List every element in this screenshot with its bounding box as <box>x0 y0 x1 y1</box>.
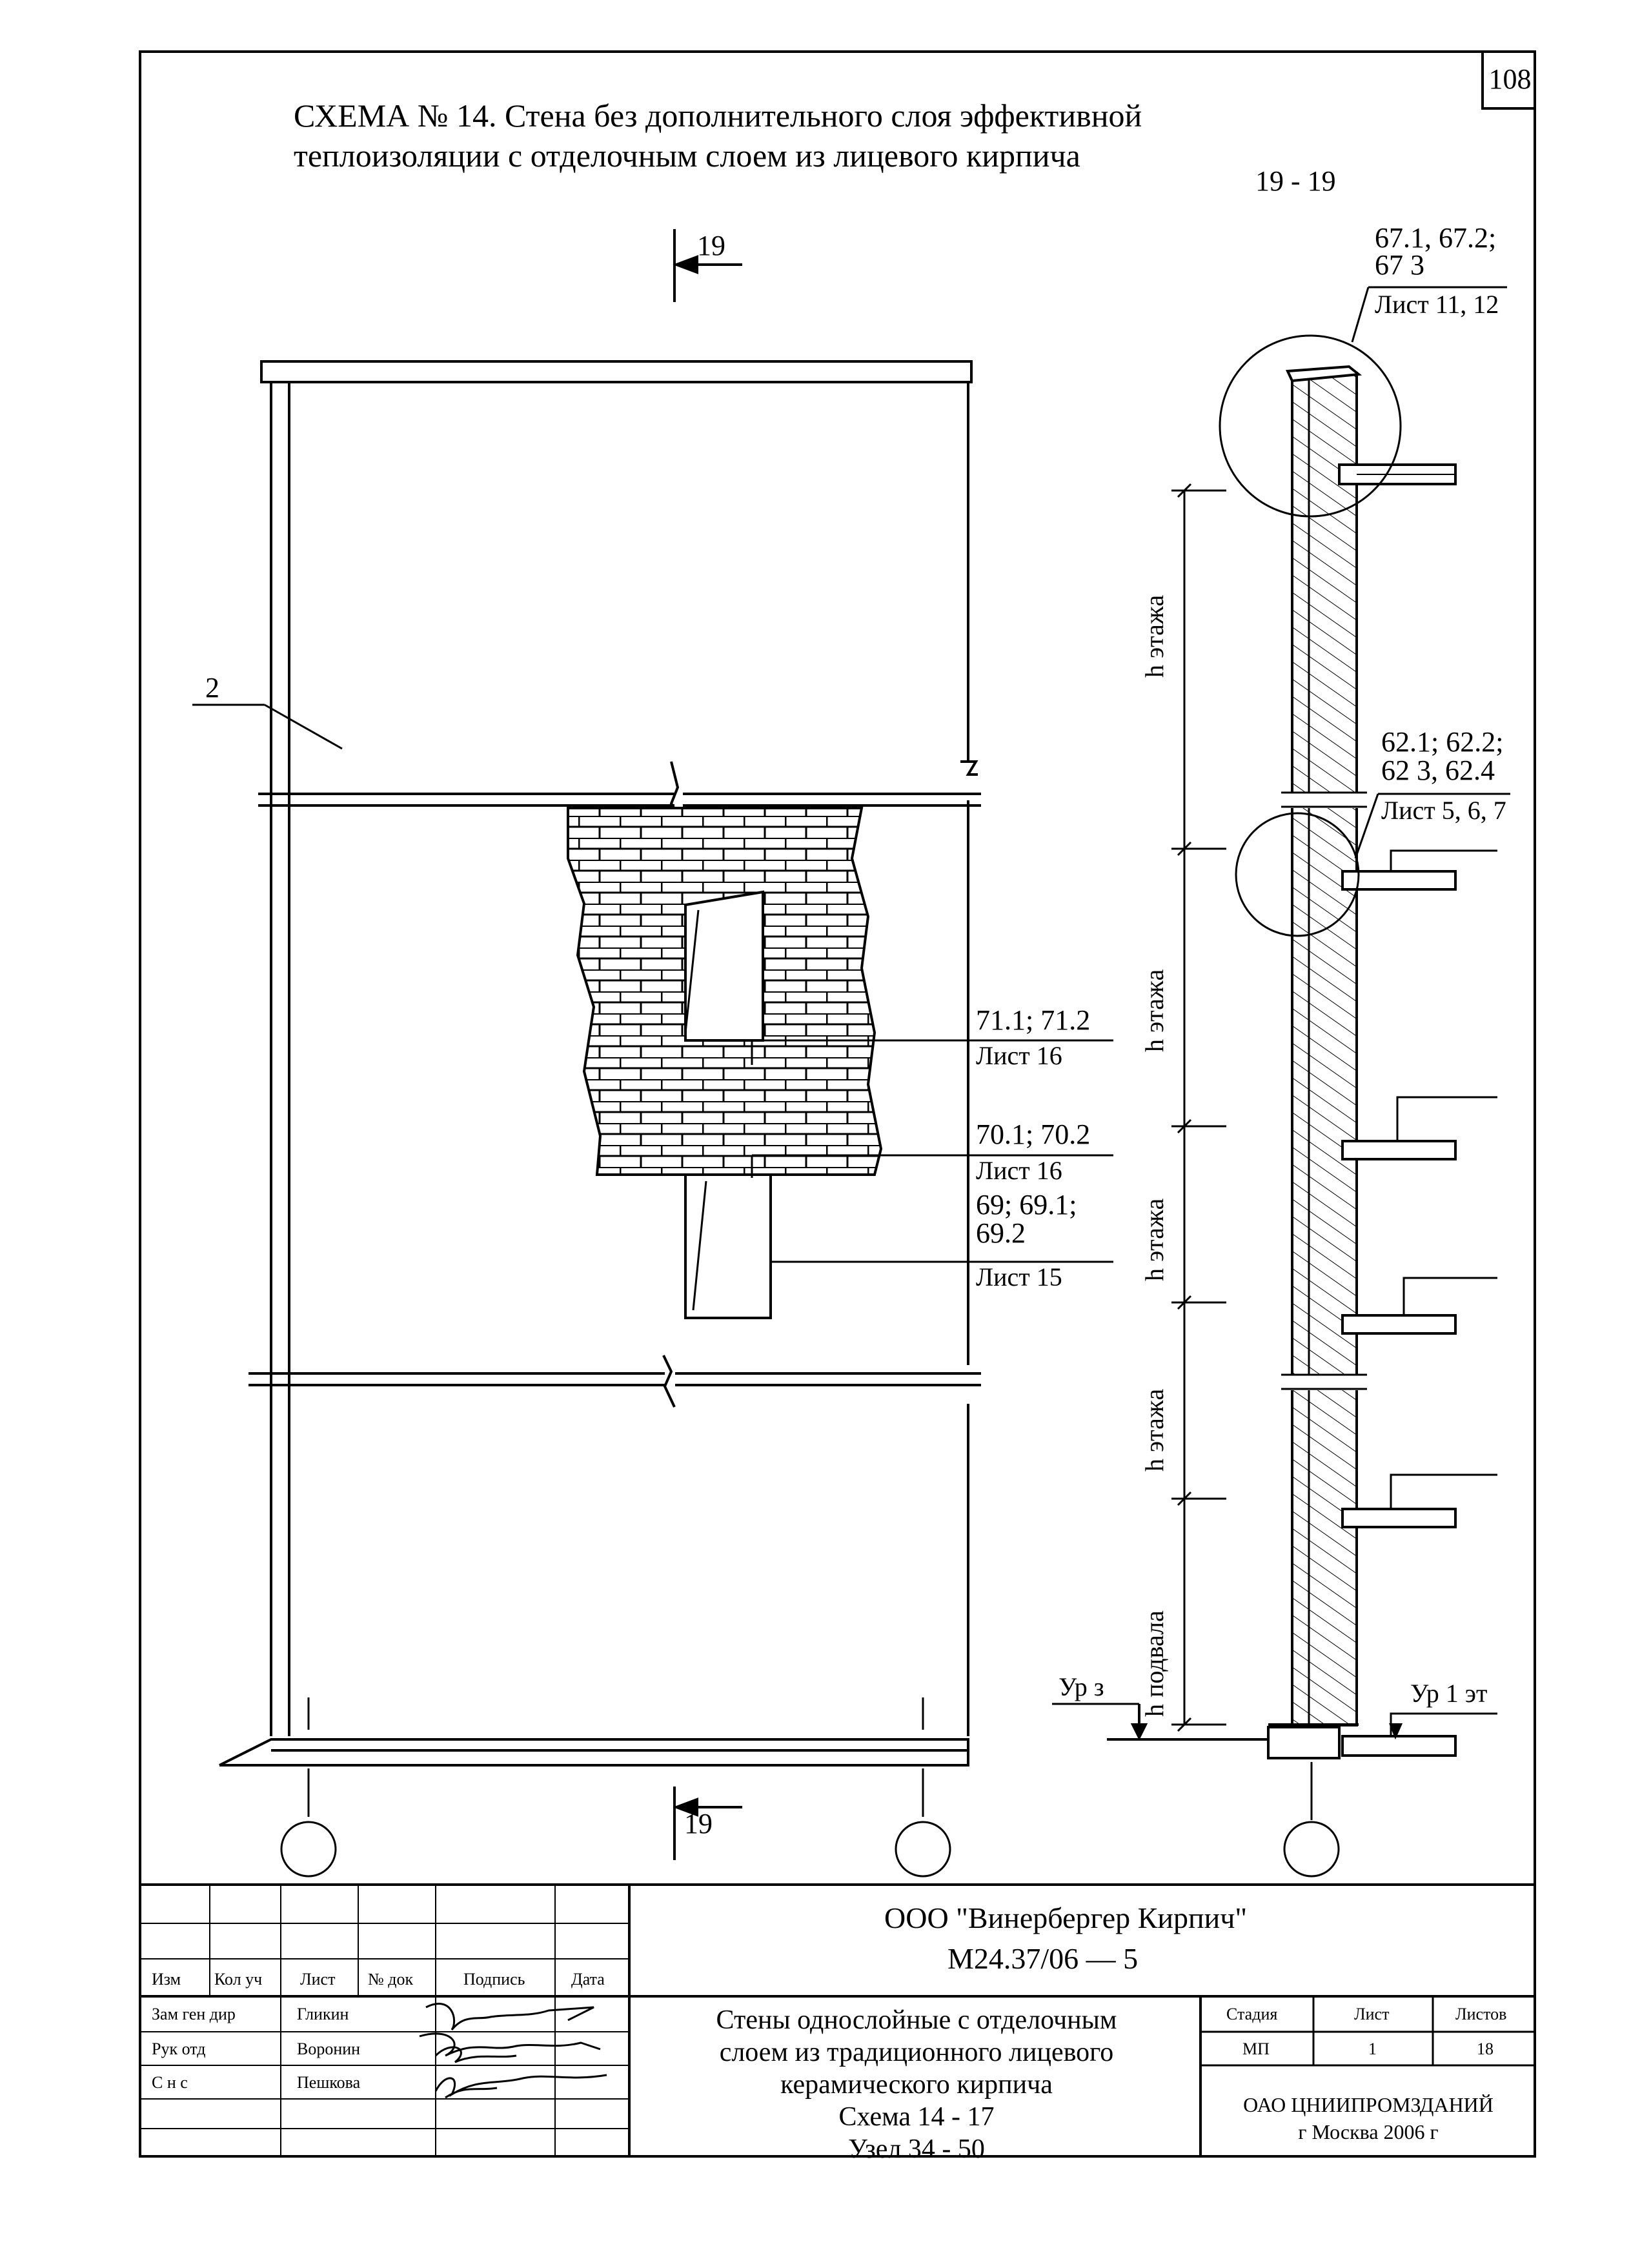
callout-2: 2 <box>205 672 219 704</box>
stamp-stage-value: МП <box>1242 2040 1270 2058</box>
stamp-role-2: Рук отд <box>152 2040 206 2058</box>
callout-69-line2: 69.2 <box>976 1217 1026 1249</box>
stamp-doc-code: М24.37/06 — 5 <box>947 1942 1139 1975</box>
stamp-org-line1: ОАО ЦНИИПРОМЗДАНИЙ <box>1243 2093 1494 2116</box>
callout-62-sheet: Лист 5, 6, 7 <box>1381 796 1506 825</box>
callout-67-line1: 67.1, 67.2; <box>1375 222 1497 254</box>
wall-section <box>1281 365 1367 1726</box>
title-line-2: теплоизоляции с отделочным слоем из лице… <box>294 137 1080 174</box>
detail-callout-62 <box>1235 793 1510 937</box>
drawing-title: СХЕМА № 14. Стена без дополнительного сл… <box>294 96 1142 176</box>
stamp-org: ОАО ЦНИИПРОМЗДАНИЙ г Москва 2006 г <box>1204 2091 1533 2145</box>
elevation-leaders <box>192 704 1113 1263</box>
stamp-hdr-izm: Изм <box>152 1970 181 1989</box>
stamp-desc-line4: Схема 14 - 17 <box>838 2102 995 2132</box>
stamp-desc-line3: керамического кирпича <box>780 2070 1053 2100</box>
dim-floor-2: h этажа <box>1140 969 1169 1052</box>
wall-elevation <box>219 360 981 1878</box>
dim-floor-1: h этажа <box>1140 594 1169 678</box>
cut-label-top: 19 <box>697 230 725 261</box>
stamp-sheets-value: 18 <box>1477 2040 1494 2058</box>
callout-69-line1: 69; 69.1; <box>976 1189 1077 1220</box>
callout-62-line2: 62 3, 62.4 <box>1381 754 1495 786</box>
stamp-hdr-kol: Кол уч <box>214 1970 263 1989</box>
dim-basement: h подвала <box>1140 1610 1169 1717</box>
stamp-sheet-value: 1 <box>1368 2040 1377 2058</box>
stamp-desc-line1: Стены однослойные с отделочным <box>716 2005 1117 2035</box>
dim-floor-3: h этажа <box>1140 1198 1169 1281</box>
callout-67-line2: 67 3 <box>1375 249 1424 281</box>
stamp-sheets-header: Листов <box>1455 2005 1507 2023</box>
stamp-name-2: Воронин <box>297 2040 361 2058</box>
cut-label-bottom: 19 <box>684 1808 713 1839</box>
handwritten-signatures <box>419 2003 607 2099</box>
page-number: 108 <box>1481 50 1536 110</box>
level-ground: Ур з <box>1058 1672 1104 1701</box>
callout-70-sheet: Лист 16 <box>976 1156 1062 1185</box>
floor-slabs <box>1267 463 1457 1759</box>
callout-70-label: 70.1; 70.2 <box>976 1119 1091 1150</box>
stamp-hdr-list: Лист <box>300 1970 336 1989</box>
stamp-hdr-date: Дата <box>571 1970 605 1989</box>
stamp-role-3: С н с <box>152 2073 188 2092</box>
detail-callout-67 <box>1219 286 1507 518</box>
callout-62-line1: 62.1; 62.2; <box>1381 726 1504 758</box>
section-cut-marker-top <box>673 229 742 302</box>
callout-69-sheet: Лист 15 <box>976 1262 1062 1291</box>
brick-fragment <box>567 807 883 1319</box>
callout-67: 67.1, 67.2; 67 3 <box>1375 222 1497 281</box>
stamp-company: ООО "Винербергер Кирпич" <box>884 1901 1248 1934</box>
stamp-role-1: Зам ген дир <box>152 2005 236 2023</box>
callout-67-sheet: Лист 11, 12 <box>1375 290 1499 319</box>
drawing-frame <box>139 50 1536 2158</box>
callout-62: 62.1; 62.2; 62 3, 62.4 <box>1381 728 1503 785</box>
stamp-org-line2: г Москва 2006 г <box>1298 2120 1439 2143</box>
section-label: 19 - 19 <box>1255 165 1336 197</box>
stamp-name-3: Пешкова <box>297 2073 361 2092</box>
callout-69: 69; 69.1; 69.2 <box>976 1191 1077 1248</box>
title-block <box>139 1883 1536 2158</box>
stamp-hdr-sign: Подпись <box>463 1970 525 1989</box>
callout-71-label: 71.1; 71.2 <box>976 1004 1091 1036</box>
level-first-floor: Ур 1 эт <box>1410 1679 1488 1708</box>
callout-71-sheet: Лист 16 <box>976 1041 1062 1070</box>
dim-floor-4: h этажа <box>1140 1388 1169 1472</box>
level-marks <box>1390 849 1497 1736</box>
stamp-description: Стены однослойные с отделочным слоем из … <box>639 2004 1194 2165</box>
stamp-hdr-doc: № док <box>368 1970 414 1989</box>
stamp-sheet-header: Лист <box>1354 2005 1390 2023</box>
stamp-stage-header: Стадия <box>1226 2005 1278 2023</box>
height-dimensions <box>1171 483 1226 1732</box>
stamp-desc-line2: слоем из традиционного лицевого <box>719 2038 1114 2067</box>
title-line-1: СХЕМА № 14. Стена без дополнительного сл… <box>294 97 1142 134</box>
ground-line <box>1052 1703 1403 1878</box>
stamp-desc-line5: Узел 34 - 50 <box>848 2134 985 2164</box>
section-cut-marker-bottom <box>673 1787 742 1860</box>
stamp-name-1: Гликин <box>297 2005 349 2023</box>
